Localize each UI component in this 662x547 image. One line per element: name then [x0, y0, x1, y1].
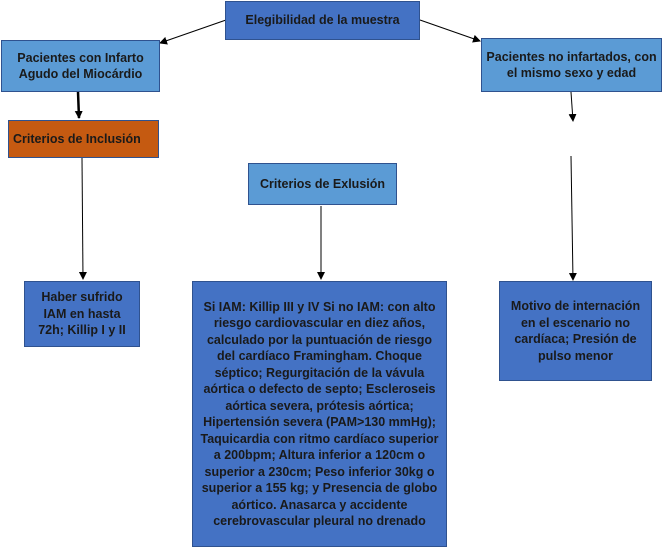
node-infarto-label: Pacientes con Infarto Agudo del Miocárdi…	[17, 50, 144, 82]
node-haber-sufrido: Haber sufrido IAM en hasta 72h; Killip I…	[24, 281, 140, 347]
node-no-infartados-label: Pacientes no infartados, con el mismo se…	[486, 49, 657, 81]
arrow-to-motivo	[568, 155, 577, 281]
node-haber-sufrido-label: Haber sufrido IAM en hasta 72h; Killip I…	[38, 290, 126, 338]
arrow-elegibilidad-to-infarto	[159, 19, 227, 45]
node-inclusion-label: Criterios de Inclusión	[13, 131, 141, 146]
node-exclusion-detail-label: Si IAM: Killip III y IV Si no IAM: con a…	[200, 299, 439, 529]
arrow-infarto-to-inclusion	[74, 91, 83, 119]
node-motivo: Motivo de internación en el escenario no…	[499, 281, 652, 381]
node-motivo-label: Motivo de internación en el escenario no…	[510, 299, 641, 363]
node-infarto: Pacientes con Infarto Agudo del Miocárdi…	[1, 40, 160, 92]
node-exclusion-label: Criterios de Exlusión	[259, 176, 386, 191]
node-inclusion: Criterios de Inclusión	[8, 120, 159, 158]
node-exclusion: Criterios de Exlusión	[248, 163, 397, 205]
arrow-no-infartados-to-next	[568, 91, 577, 122]
arrow-inclusion-to-haber-sufrido	[78, 157, 87, 280]
node-no-infartados: Pacientes no infartados, con el mismo se…	[481, 38, 662, 92]
node-elegibilidad-label: Elegibilidad de la muestra	[245, 13, 400, 28]
arrow-elegibilidad-to-no-infartados	[419, 19, 481, 43]
node-elegibilidad: Elegibilidad de la muestra	[225, 1, 420, 40]
node-exclusion-detail: Si IAM: Killip III y IV Si no IAM: con a…	[192, 281, 447, 547]
